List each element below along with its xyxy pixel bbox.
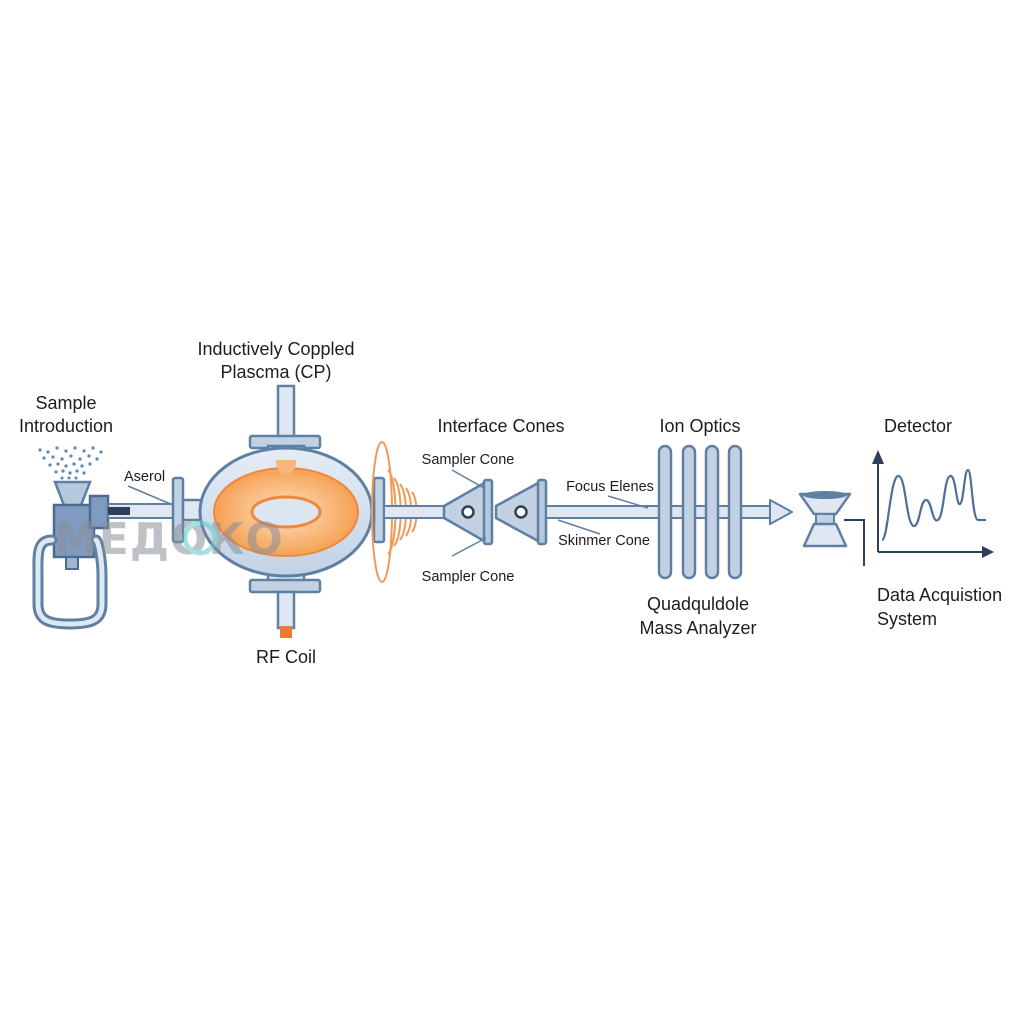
label-quadrupole-1: Quadquldole: [647, 594, 749, 614]
spray-mist: [38, 446, 103, 480]
transfer-tube: [383, 505, 447, 519]
label-rf-coil: RF Coil: [256, 647, 316, 667]
label-focus-elements: Focus Elenes: [566, 479, 654, 495]
label-sampler-cone-top: Sampler Cone: [422, 452, 515, 468]
label-sample-intro-2: Introduction: [19, 416, 113, 436]
focus-leader: [607, 495, 649, 509]
label-data-acq-2: System: [877, 609, 937, 629]
watermark-text: МЕДОКО: [54, 514, 284, 565]
label-interface-cones: Interface Cones: [437, 416, 564, 436]
signal-trace-icon: [872, 450, 994, 558]
label-skimmer-cone: Skinmer Cone: [558, 533, 650, 549]
label-quadrupole-2: Mass Analyzer: [639, 618, 756, 638]
label-sampler-cone-bottom: Sampler Cone: [422, 569, 515, 585]
label-sample-intro-1: Sample: [35, 393, 96, 413]
aerosol-leader: [127, 485, 181, 509]
plasma-torch-icon: [171, 384, 386, 638]
detector-funnel-icon: [798, 491, 852, 548]
watermark-logo: МЕДОКО: [54, 514, 284, 565]
label-icp-1: Inductively Coppled: [197, 339, 354, 359]
sampler-bottom-leader: [451, 537, 487, 557]
label-icp-2: Plascma (CP): [220, 362, 331, 382]
sampler-top-leader: [451, 469, 485, 489]
data-line: [844, 519, 865, 566]
cone-icon: [442, 478, 548, 546]
quadrupole-rods: [657, 444, 743, 580]
label-aerosol: Aserol: [124, 469, 165, 485]
label-ion-optics: Ion Optics: [659, 416, 740, 436]
nebulizer-icon: [32, 446, 110, 630]
label-detector: Detector: [884, 416, 952, 436]
label-data-acq-1: Data Acquistion: [877, 585, 1002, 605]
rf-coil-tip: [280, 626, 292, 638]
skimmer-leader: [557, 519, 601, 535]
